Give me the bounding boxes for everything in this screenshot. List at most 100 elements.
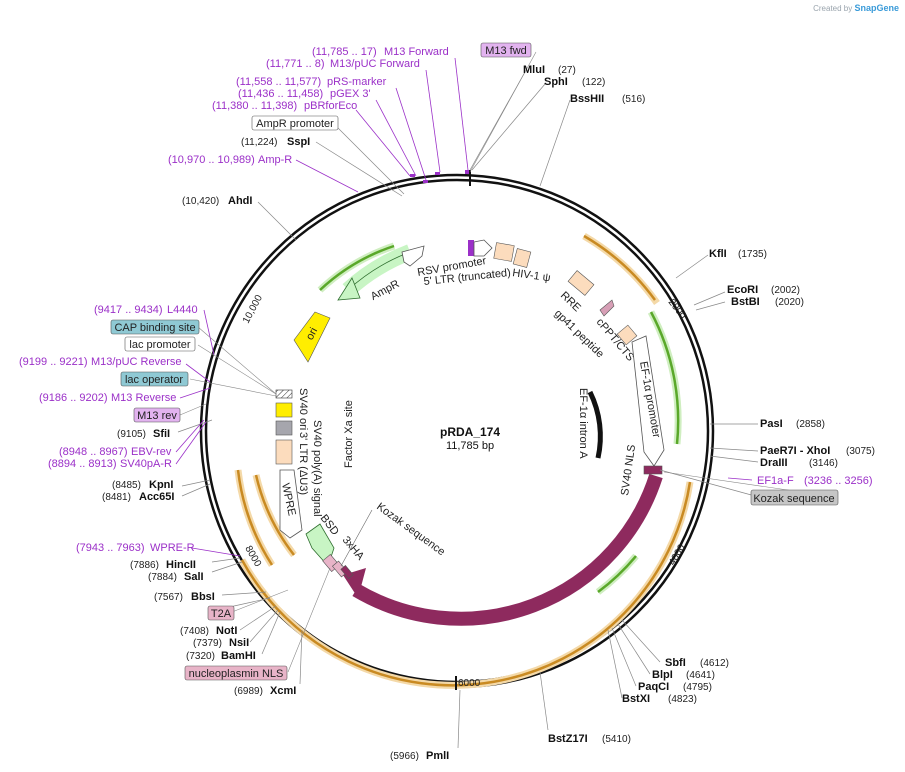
kozak-leader (340, 509, 373, 567)
site-paqci-pos: (4795) (683, 682, 712, 693)
site-bsshii-name: BssHII (570, 93, 604, 105)
ori-label: ori (304, 326, 320, 342)
hiv-psi-box2 (512, 248, 532, 268)
site-mlui-name: MluI (523, 64, 545, 76)
primer-pbrforeco-pos: (11,380 .. 11,398) (212, 100, 297, 112)
site-sbfi-name: SbfI (665, 657, 686, 669)
cap-binding-box (110, 319, 200, 335)
primer-m13fwd-name: M13 Forward (384, 46, 449, 58)
ltr5-marker (468, 240, 474, 256)
site-bamhi-pos: (7320) (186, 651, 215, 662)
ltr3-label: 3' LTR (ΔU3) (297, 432, 309, 495)
site-kfli-name: KflI (709, 248, 727, 260)
site-pmli-name: PmlI (426, 750, 449, 762)
ef1a-intron-label: EF-1α intron A (577, 388, 589, 459)
site-hincii-name: HincII (166, 559, 196, 571)
ltr5-arrow (473, 239, 493, 257)
hiv-psi-label: HIV-1 ψ (512, 267, 552, 284)
primer-mark-1 (410, 174, 415, 177)
m13-fwd-box (480, 42, 532, 58)
primer-m13rev-name: M13 Reverse (111, 392, 176, 404)
primer-m13fwd-pos: (11,785 .. 17) (312, 46, 377, 58)
site-sphi-pos: (122) (582, 77, 605, 88)
site-xhoi-name: PaeR7I - XhoI (760, 445, 830, 457)
kozak-sequence-box-label: Kozak sequence (753, 493, 834, 505)
sv40-nls-label: SV40 NLS (619, 444, 638, 497)
sv40-ori-label: SV40 ori (297, 388, 309, 430)
primer-wpre-name: WPRE-R (150, 542, 195, 554)
primer-mark-4 (465, 170, 469, 174)
primer-pgex3-pos: (11,436 .. 11,458) (238, 88, 323, 100)
site-kpni-name: KpnI (149, 479, 173, 491)
primer-sv40pa-name: SV40pA-R (120, 458, 172, 470)
site-acc65i-pos: (8481) (102, 492, 131, 503)
factor-xa-box (275, 420, 293, 436)
site-xcmi-name: XcmI (270, 685, 296, 697)
site-nsii-pos: (7379) (193, 638, 222, 649)
site-bamhi-name: BamHI (221, 650, 256, 662)
tick-2000: 2000 (666, 297, 689, 322)
orf-arc-ef1a-core (583, 234, 657, 301)
site-sfii-pos: (9105) (117, 429, 146, 440)
hiv-psi-box (493, 242, 515, 262)
site-ahdi-name: AhdI (228, 195, 252, 207)
site-bstz17i-name: BstZ17I (548, 733, 588, 745)
primer-l4440-pos: (9417 .. 9434) (94, 304, 163, 316)
lac-operator-box (120, 371, 189, 387)
ampr-promoter-label: AmpR promoter (256, 118, 334, 130)
site-draiii-name: DraIII (760, 457, 788, 469)
primer-wpre-pos: (7943 .. 7963) (76, 542, 145, 554)
primer-l4440-name: L4440 (167, 304, 198, 316)
sv40-polya-label: SV40 poly(A) signal (311, 420, 323, 517)
primer-mark-3 (435, 172, 440, 175)
lac-operator-label: lac operator (125, 374, 183, 386)
sv40-nls-box (643, 465, 663, 475)
site-sspi-pos: (11,224) (241, 137, 278, 148)
ef1a-promoter-arrow (631, 335, 665, 467)
ampr-label: AmpR (369, 278, 402, 303)
plasmid-size: 11,785 bp (446, 440, 494, 452)
site-bstbi-pos: (2020) (775, 297, 804, 308)
site-ecori-name: EcoRI (727, 284, 758, 296)
m13-fwd-label: M13 fwd (485, 45, 527, 57)
lac-promoter-box (124, 336, 196, 352)
primer-ef1af-pos: (3236 .. 3256) (804, 475, 873, 487)
primer-ampr-pos: (10,970 .. 10,989) (168, 154, 255, 166)
site-mlui-pos: (27) (558, 65, 576, 76)
ef1a-intron-arc (587, 390, 603, 459)
site-nsii-name: NsiI (229, 637, 249, 649)
ampr-arrowhead (337, 277, 361, 301)
primer-m13puc-fwd-pos: (11,771 .. 8) (266, 58, 325, 70)
gp41-arrow (599, 299, 615, 317)
m13-rev-label: M13 rev (137, 410, 177, 422)
factor-xa-label: Factor Xa site (343, 400, 355, 468)
t2a-label: T2A (211, 608, 232, 620)
site-bstbi-name: BstBI (731, 296, 760, 308)
site-xhoi-pos: (3075) (846, 446, 875, 457)
site-bstxi-pos: (4823) (668, 694, 697, 705)
cppt-box (616, 324, 638, 346)
primer-ef1af-name: EF1a-F (757, 475, 794, 487)
sv40-polya-box (275, 402, 293, 418)
site-pasi-pos: (2858) (796, 419, 825, 430)
primer-m13puc-rev-name: M13/pUC Reverse (91, 356, 181, 368)
nucleoplasmin-nls-label: nucleoplasmin NLS (189, 668, 284, 680)
site-ecori-pos: (2002) (771, 285, 800, 296)
site-bbsi-pos: (7567) (154, 592, 183, 603)
m13-rev-box (133, 407, 181, 423)
primer-leaders (175, 57, 753, 557)
site-acc65i-name: Acc65I (139, 491, 174, 503)
site-xcmi-pos: (6989) (234, 686, 263, 697)
primer-mark-2 (423, 180, 428, 183)
rsv-promoter-arrow (401, 245, 425, 267)
orf-arc-ef1a (582, 232, 660, 306)
cap-binding-label: CAP binding site (114, 322, 195, 334)
snapgene-brand: SnapGene (854, 3, 899, 13)
primer-m13puc-fwd-name: M13/pUC Forward (330, 58, 420, 70)
site-bbsi-name: BbsI (191, 591, 215, 603)
primer-pgex3-name: pGEX 3' (330, 88, 371, 100)
orf-arc-big-orange-core (240, 481, 692, 687)
site-sali-name: SalI (184, 571, 204, 583)
hax3-label: 3xHA (340, 534, 367, 563)
